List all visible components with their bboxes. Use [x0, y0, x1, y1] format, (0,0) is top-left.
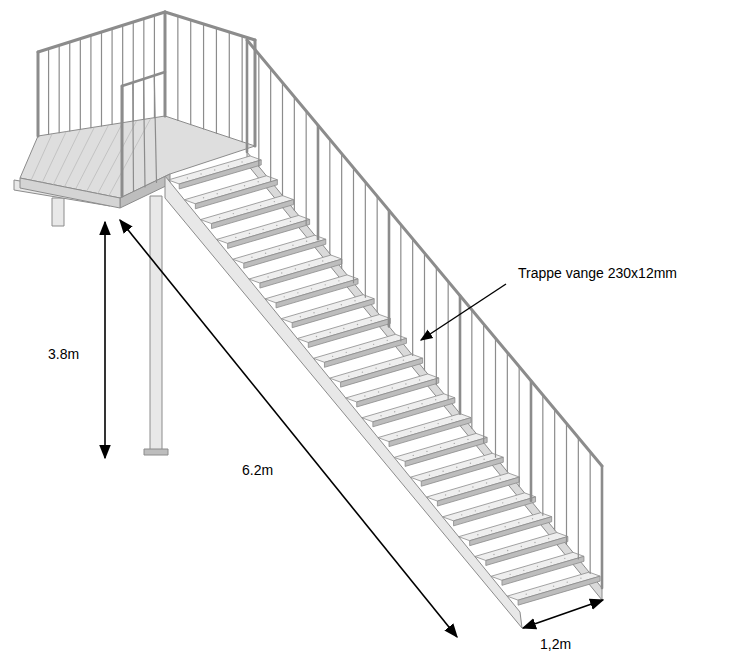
deck-grating: [98, 120, 137, 193]
stair-tread: [362, 394, 455, 422]
baluster: [294, 97, 295, 210]
stair-tread: [281, 295, 374, 323]
height-dimension-line: [104, 222, 106, 458]
baluster: [400, 225, 401, 341]
baluster: [377, 196, 378, 312]
support-post: [150, 196, 162, 450]
baluster: [216, 28, 217, 133]
top-rail: [165, 12, 255, 40]
dimension-label: 1,2m: [538, 636, 573, 653]
railing-post: [388, 210, 391, 326]
deck-grating: [64, 127, 94, 187]
baluster: [542, 395, 543, 515]
leader-line: [421, 284, 506, 340]
gate-bar: [132, 83, 134, 192]
baluster: [59, 45, 60, 132]
baluster: [190, 20, 191, 125]
stair-tread: [330, 354, 423, 382]
baluster: [229, 32, 230, 137]
stair-stringer: [165, 176, 522, 628]
railing-post: [254, 40, 257, 146]
baluster: [282, 83, 283, 196]
baluster: [519, 367, 520, 487]
stair-tread: [168, 156, 261, 184]
baluster: [448, 281, 449, 399]
stair-tread: [410, 453, 503, 481]
gate-post: [121, 86, 124, 196]
baluster: [69, 42, 70, 131]
dimension-lines: [105, 220, 603, 637]
railing-post: [246, 40, 249, 152]
baluster: [483, 324, 484, 443]
baluster: [48, 49, 49, 135]
baluster: [270, 68, 271, 181]
baluster: [554, 409, 555, 530]
stair-tread: [346, 374, 439, 402]
baluster: [590, 452, 591, 574]
baluster: [341, 154, 342, 269]
baluster: [507, 352, 508, 471]
dimension-label: 6.2m: [240, 462, 275, 479]
railing-post: [37, 52, 40, 136]
length-dimension-line: [120, 220, 457, 637]
deck-grating: [31, 134, 52, 180]
baluster: [436, 267, 437, 384]
railing-post: [530, 381, 533, 501]
baluster: [353, 168, 354, 283]
stair-handrail: [247, 40, 602, 466]
baluster: [578, 438, 579, 559]
stair-tread: [233, 235, 326, 263]
short-post: [52, 198, 64, 226]
baluster: [111, 29, 112, 125]
stair-tread: [265, 275, 358, 303]
baluster: [101, 32, 102, 126]
stair-tread: [475, 533, 568, 561]
stair-tread: [507, 572, 600, 600]
stair-tread: [313, 334, 406, 362]
baluster: [177, 16, 178, 120]
railing-post: [317, 125, 320, 239]
stair-tread: [443, 493, 536, 521]
stair-structure: [14, 12, 602, 628]
tread-nosing: [518, 576, 600, 605]
stair-tread: [201, 196, 294, 224]
baluster: [424, 253, 425, 370]
railing-post: [164, 12, 167, 116]
deck-grating: [76, 125, 109, 189]
deck-grating: [42, 132, 66, 183]
baluster: [306, 111, 307, 225]
stair-tread: [297, 315, 390, 343]
baluster: [471, 310, 472, 428]
gate-bar: [154, 76, 156, 183]
baluster: [80, 39, 81, 130]
baluster: [242, 36, 243, 142]
baluster: [203, 24, 204, 129]
baluster: [495, 338, 496, 457]
stair-tread: [378, 414, 471, 442]
platform-front: [20, 178, 120, 208]
stair-tread: [217, 215, 310, 243]
base-plate: [144, 449, 168, 455]
stair-tread: [426, 473, 519, 501]
width-dimension-line: [523, 600, 603, 628]
baluster: [412, 239, 413, 356]
baluster: [258, 54, 259, 166]
baluster: [566, 423, 567, 544]
stair-tread: [491, 552, 584, 580]
part-callout: Trappe vange 230x12mm: [516, 265, 679, 282]
railing-post: [601, 466, 604, 588]
stair-tread: [394, 433, 487, 461]
deck-grating: [53, 129, 80, 184]
dimension-label: 3.8m: [46, 346, 81, 363]
stair-tread: [459, 513, 552, 541]
stair-tread: [184, 176, 277, 204]
stair-tread: [249, 255, 342, 283]
baluster: [90, 35, 91, 127]
baluster: [365, 182, 366, 297]
gate-bar: [144, 79, 146, 187]
baluster: [329, 139, 330, 253]
